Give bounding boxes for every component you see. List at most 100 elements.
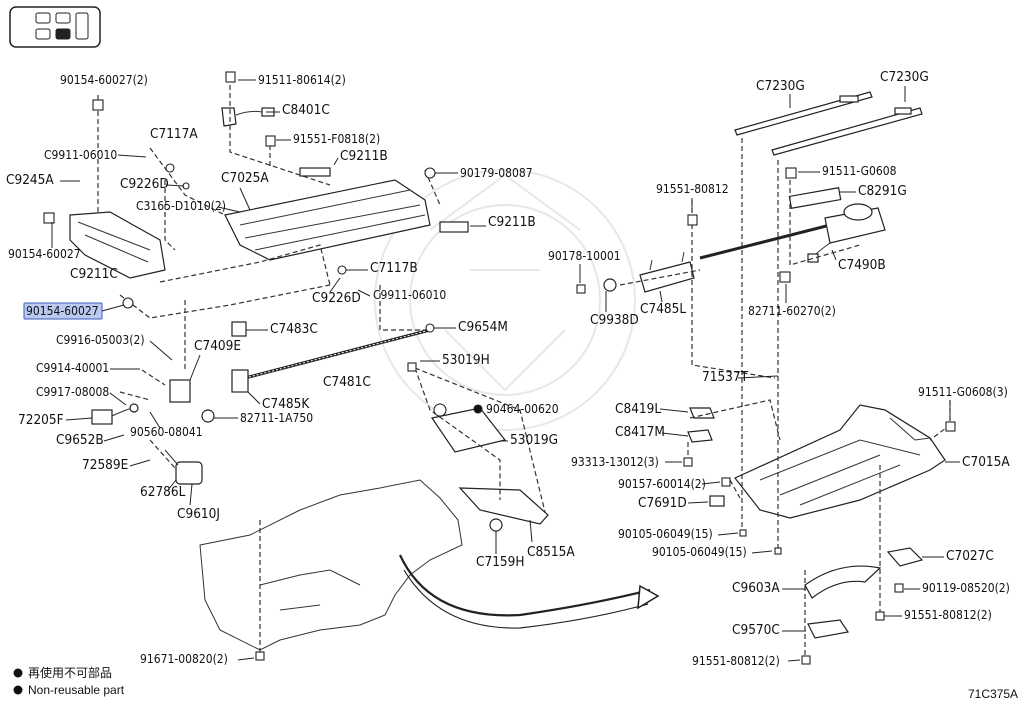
part-label-c8419l[interactable]: C8419L xyxy=(615,401,661,417)
tray-part-c7015a xyxy=(734,404,946,519)
view-selector-icon[interactable] xyxy=(9,6,101,48)
part-label-c7483c[interactable]: C7483C xyxy=(270,321,318,337)
part-label-c9211b-mid[interactable]: C9211B xyxy=(488,214,536,230)
leader-line xyxy=(239,187,251,211)
leader-line xyxy=(831,249,837,261)
part-label-91551-80812-top[interactable]: 91551-80812 xyxy=(656,182,729,196)
part-label-91551-f0818-2[interactable]: 91551-F0818(2) xyxy=(293,132,380,146)
leader-line xyxy=(189,354,201,381)
part-label-53019g[interactable]: 53019G xyxy=(510,432,558,448)
part-label-72205f[interactable]: 72205F xyxy=(18,412,64,428)
legend-english: Non-reusable part xyxy=(28,683,125,697)
part-label-91671-00820[interactable]: 91671-00820(2) xyxy=(140,652,228,666)
cover-part-53019g xyxy=(431,407,507,453)
part-label-90105-06049b[interactable]: 90105-06049(15) xyxy=(652,545,747,559)
part-label-90154-60027[interactable]: 90154-60027 xyxy=(8,247,81,261)
leader-line xyxy=(167,479,177,491)
part-label-53019h[interactable]: 53019H xyxy=(442,352,490,368)
part-label-91511-80614-2[interactable]: 91511-80614(2) xyxy=(258,73,346,87)
part-label-71537t[interactable]: 71537T xyxy=(702,369,749,385)
part-label-c7230g-b[interactable]: C7230G xyxy=(880,69,929,85)
part-label-90178-10001[interactable]: 90178-10001 xyxy=(548,249,621,263)
part-label-c7025a[interactable]: C7025A xyxy=(221,170,269,186)
leader-lines xyxy=(51,79,960,662)
part-label-c9211b-top[interactable]: C9211B xyxy=(340,148,388,164)
part-label-c9570c[interactable]: C9570C xyxy=(732,622,780,638)
part-label-90105-06049a[interactable]: 90105-06049(15) xyxy=(618,527,713,541)
plate-part-c9603a xyxy=(804,565,882,599)
part-label-c9914-40001[interactable]: C9914-40001 xyxy=(36,361,109,375)
part-label-90154-60027-2[interactable]: 90154-60027(2) xyxy=(60,73,148,87)
part-label-c7691d[interactable]: C7691D xyxy=(638,495,687,511)
bullet-icon xyxy=(13,668,23,678)
part-label-c7015a[interactable]: C7015A xyxy=(962,454,1010,470)
part-label-c9610j[interactable]: C9610J xyxy=(177,506,220,522)
part-label-c9916-05003[interactable]: C9916-05003(2) xyxy=(56,333,145,347)
part-label-c9226d-b[interactable]: C9226D xyxy=(312,290,361,306)
part-label-90157-60014[interactable]: 90157-60014(2) xyxy=(618,477,706,491)
part-label-82711-1a750[interactable]: 82711-1A750 xyxy=(240,411,313,425)
part-label-c7159h[interactable]: C7159H xyxy=(476,554,525,570)
leader-line xyxy=(687,501,709,504)
part-label-90154-60027-hl[interactable]: 90154-60027 xyxy=(26,304,99,318)
bracket-part-c9570c xyxy=(807,619,850,639)
part-label-c7117a[interactable]: C7117A xyxy=(150,126,198,142)
part-label-c7117b[interactable]: C7117B xyxy=(370,260,418,276)
bracket-part-c8419l xyxy=(687,407,715,443)
part-label-72589e[interactable]: 72589E xyxy=(82,457,128,473)
part-label-c7481c[interactable]: C7481C xyxy=(323,374,371,390)
part-label-91511-g0608-3[interactable]: 91511-G0608(3) xyxy=(918,385,1008,399)
part-label-91551-80812-2b[interactable]: 91551-80812(2) xyxy=(692,654,780,668)
frame-part-c7025a xyxy=(224,167,469,261)
leader-line xyxy=(357,289,371,297)
part-label-c7027c[interactable]: C7027C xyxy=(946,548,994,564)
part-label-93313-13012[interactable]: 93313-13012(3) xyxy=(571,455,659,469)
leader-line xyxy=(659,290,663,303)
part-c7483c xyxy=(231,321,247,337)
leader-line xyxy=(103,434,125,442)
part-label-c7485l[interactable]: C7485L xyxy=(640,301,686,317)
part-label-c7409e[interactable]: C7409E xyxy=(194,338,241,354)
part-label-90119-08520[interactable]: 90119-08520(2) xyxy=(922,581,1010,595)
part-label-c9917-08008[interactable]: C9917-08008 xyxy=(36,385,109,399)
part-label-62786l[interactable]: 62786L xyxy=(140,484,186,500)
part-label-c9211c[interactable]: C9211C xyxy=(70,266,118,282)
part-label-c9226d-a[interactable]: C9226D xyxy=(120,176,169,192)
part-label-91551-80812-2a[interactable]: 91551-80812(2) xyxy=(904,608,992,622)
leader-line xyxy=(661,432,689,437)
leader-line xyxy=(65,417,93,421)
part-label-90179-08087[interactable]: 90179-08087 xyxy=(460,166,533,180)
part-label-c7230g-a[interactable]: C7230G xyxy=(756,78,805,94)
part-label-c9603a[interactable]: C9603A xyxy=(732,580,780,596)
part-label-c9911-06010b[interactable]: C9911-06010 xyxy=(373,288,446,302)
cable-rod xyxy=(699,218,851,260)
leader-line xyxy=(165,184,185,187)
bullet-icon xyxy=(13,685,23,695)
part-label-91511-g0608[interactable]: 91511-G0608 xyxy=(822,164,897,178)
bracket-part-c7027c xyxy=(886,547,924,567)
part-label-c3165-d1010[interactable]: C3165-D1010(2) xyxy=(136,199,226,213)
part-label-c8291g[interactable]: C8291G xyxy=(858,183,907,199)
part-label-90560-08041[interactable]: 90560-08041 xyxy=(130,425,203,439)
part-label-c9654m[interactable]: C9654M xyxy=(458,319,508,335)
part-label-c9245a[interactable]: C9245A xyxy=(6,172,54,188)
part-label-c7485k[interactable]: C7485K xyxy=(262,396,310,412)
part-label-c7490b[interactable]: C7490B xyxy=(838,257,886,273)
bracket-part-c7485l xyxy=(639,251,695,293)
part-label-82711-60270[interactable]: 82711-60270(2) xyxy=(748,304,836,318)
motor-part-62786l xyxy=(164,449,203,485)
part-label-c8515a[interactable]: C8515A xyxy=(527,544,575,560)
body-outline xyxy=(199,479,660,651)
part-label-c8401c[interactable]: C8401C xyxy=(282,102,330,118)
part-label-c9652b[interactable]: C9652B xyxy=(56,432,104,448)
leader-line xyxy=(101,304,125,312)
part-label-c9911-06010a[interactable]: C9911-06010 xyxy=(44,148,117,162)
part-label-90464-00620[interactable]: 90464-00620 xyxy=(486,402,559,416)
leader-line xyxy=(333,157,339,166)
leader-line xyxy=(237,657,255,661)
leader-line xyxy=(217,206,241,213)
part-label-c8417m[interactable]: C8417M xyxy=(615,424,665,440)
leader-line xyxy=(109,392,127,406)
part-label-c9938d[interactable]: C9938D xyxy=(590,312,639,328)
